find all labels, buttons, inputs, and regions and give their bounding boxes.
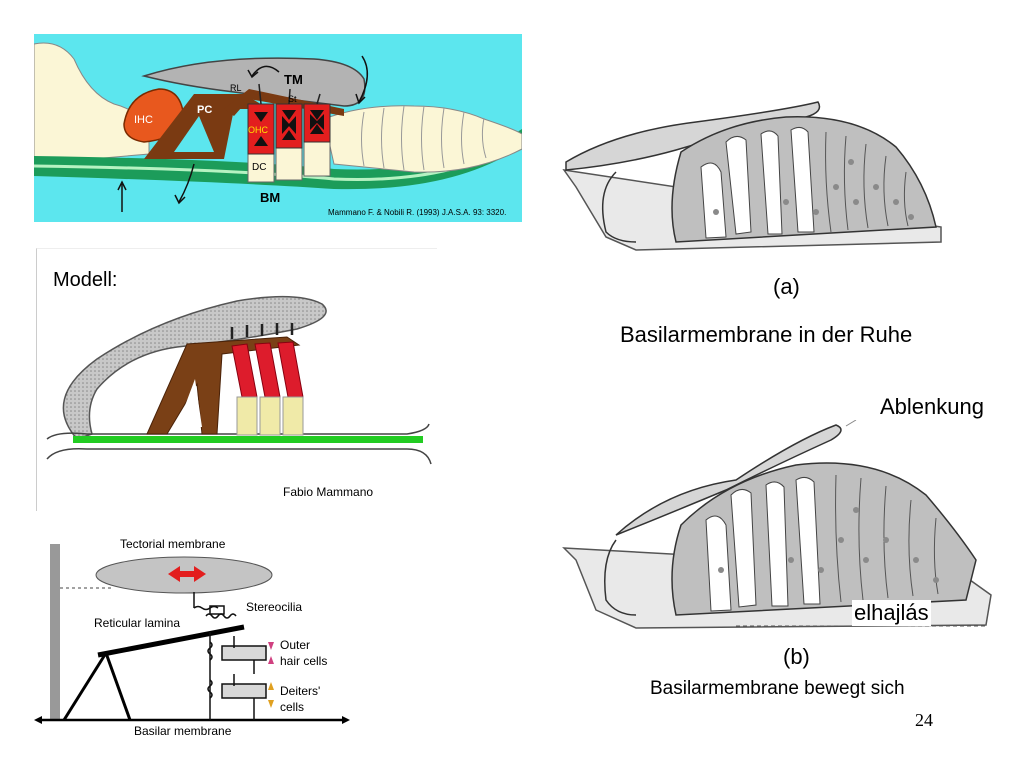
label-cells: cells [280,700,305,714]
model-title: Modell: [53,269,118,291]
label-bm: BM [260,190,281,205]
caption-a: Basilarmembrane in der Ruhe [620,322,913,347]
label-st: St [288,94,297,104]
label-elhajlas: elhajlás [852,600,931,626]
label-deiters: Deiters' [280,684,321,698]
label-tectorial-membrane: Tectorial membrane [120,537,226,551]
page-number: 24 [915,710,933,730]
label-dc: DC [252,162,267,173]
label-reticular-lamina: Reticular lamina [94,616,181,630]
label-a: (a) [773,274,800,299]
model-figure: Modell: [36,248,437,511]
citation: Mammano F. & Nobili R. (1993) J.A.S.A. 9… [328,208,507,217]
label-pc: PC [197,104,213,116]
label-basilar-membrane: Basilar membrane [134,724,232,738]
model-drawing [46,295,432,465]
cochlea-colored-drawing [34,34,522,222]
label-ohc: OHC [248,125,268,135]
model-credit: Fabio Mammano [283,485,374,499]
label-rl: RL [230,83,242,93]
label-outer: Outer [280,638,311,652]
caption-b: Basilarmembrane bewegt sich [650,678,905,699]
cochlea-colored-figure: TM RL St IHC PC OHC DC BM Mammano F. & N… [34,34,522,222]
cochlea-rest-figure [556,92,946,270]
label-hair-cells: hair cells [280,654,328,668]
label-ablenkung: Ablenkung [878,394,986,420]
label-b: (b) [783,644,810,669]
label-stereocilia: Stereocilia [246,600,303,614]
cochlea-rest-drawing [562,101,942,251]
label-ihc: IHC [134,114,153,126]
mechanical-schematic-drawing [34,544,350,724]
mechanical-schematic: Tectorial membrane Stereocilia Reticular… [34,530,354,745]
label-tm: TM [284,72,303,87]
